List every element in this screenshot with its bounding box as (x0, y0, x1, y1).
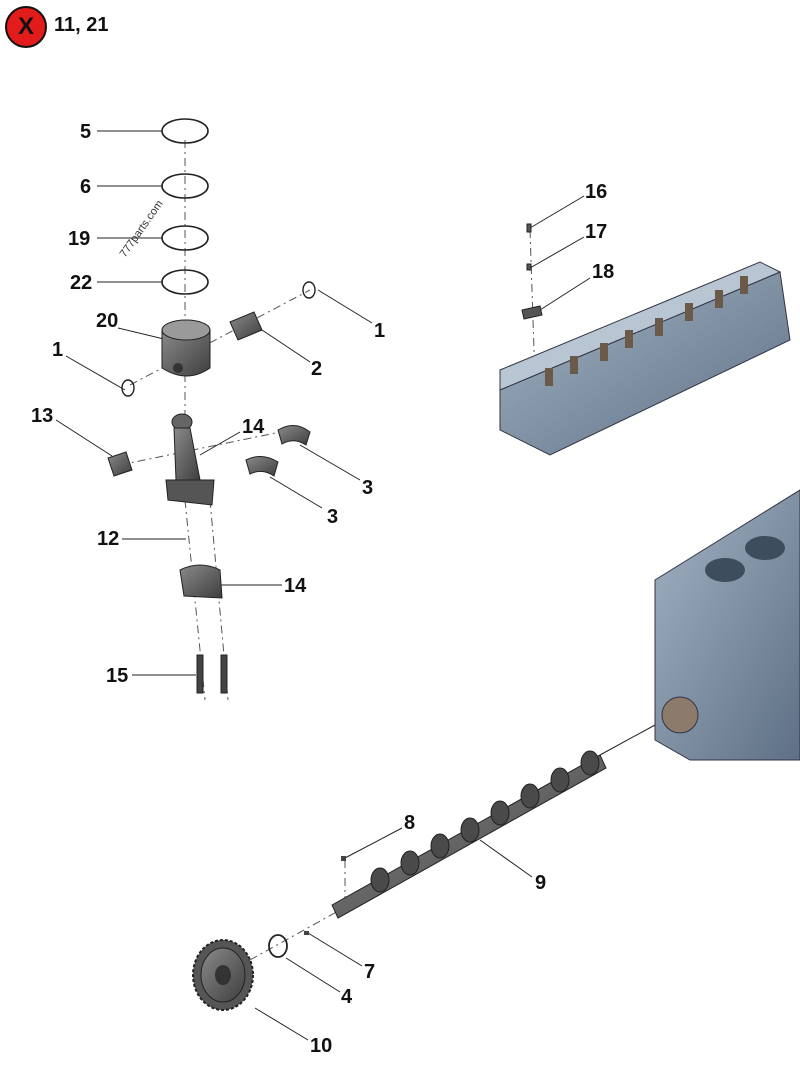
ring-6 (161, 173, 209, 199)
callout-6: 6 (80, 176, 91, 198)
ring-5 (161, 118, 209, 144)
ring-22 (161, 269, 209, 295)
callout-4: 4 (341, 986, 353, 1008)
engine-block-icon (654, 489, 800, 761)
watermark-text: 777parts.com (118, 198, 166, 259)
callout-13: 13 (31, 405, 53, 427)
callout-22: 22 (70, 272, 92, 294)
leader-lines (55, 130, 656, 1041)
callout-5: 5 (80, 121, 91, 143)
snap-ring-icons (121, 281, 316, 397)
piston-icon (161, 319, 211, 377)
rod-cap-icon (179, 564, 223, 599)
callout-7: 7 (364, 961, 375, 983)
callout-8: 8 (404, 812, 415, 834)
callout-1-right: 1 (374, 320, 385, 342)
camshaft-icon (331, 750, 607, 919)
callout-15: 15 (106, 665, 128, 687)
callout-14-top: 14 (242, 416, 265, 438)
callout-20: 20 (96, 310, 118, 332)
piston-pin-icon (229, 311, 263, 341)
callout-19: 19 (68, 228, 90, 250)
piston-rings (161, 118, 209, 295)
oring-icon (268, 934, 288, 958)
valve-parts-icon (521, 223, 543, 320)
callout-14-bottom: 14 (284, 575, 307, 597)
bearing-shells-icon (245, 425, 311, 477)
bushing-icon (107, 451, 133, 477)
cam-gear-icon (192, 939, 254, 1011)
excluded-marker-icon: X (5, 6, 47, 48)
ring-19 (161, 225, 209, 251)
excluded-items-label: 11, 21 (54, 14, 109, 36)
callout-3-upper: 3 (362, 477, 373, 499)
callout-1-left: 1 (52, 339, 63, 361)
callout-10: 10 (310, 1035, 332, 1057)
dowel-pins-icon (304, 856, 346, 935)
callout-3-lower: 3 (327, 506, 338, 528)
callout-12: 12 (97, 528, 119, 550)
connecting-rod-icon (165, 413, 215, 506)
callout-2: 2 (311, 358, 322, 380)
callout-16: 16 (585, 181, 607, 203)
rod-bolts-icon (196, 654, 228, 694)
cylinder-head-icon (499, 261, 791, 456)
callout-17: 17 (585, 221, 607, 243)
callout-18: 18 (592, 261, 614, 283)
callout-9: 9 (535, 872, 546, 894)
